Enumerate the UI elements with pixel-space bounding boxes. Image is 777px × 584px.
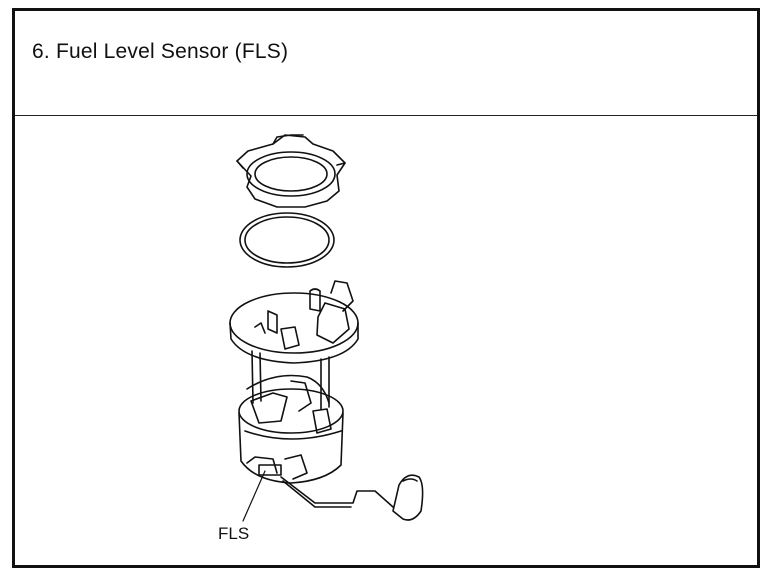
section-header: 6. Fuel Level Sensor (FLS) xyxy=(15,11,757,116)
pump-flange-part xyxy=(229,280,359,364)
section-title: 6. Fuel Level Sensor (FLS) xyxy=(32,40,289,63)
pump-reservoir-part xyxy=(238,374,344,484)
gasket-ring-part xyxy=(239,212,335,268)
document-frame: 6. Fuel Level Sensor (FLS) xyxy=(12,8,760,568)
fls-callout-label: FLS xyxy=(218,524,250,543)
fls-leader-line xyxy=(242,470,266,522)
lock-ring-part xyxy=(236,134,346,208)
float-part xyxy=(392,474,424,521)
float-arm-part xyxy=(280,476,394,508)
fuel-pump-assembly-illustration xyxy=(229,134,424,522)
